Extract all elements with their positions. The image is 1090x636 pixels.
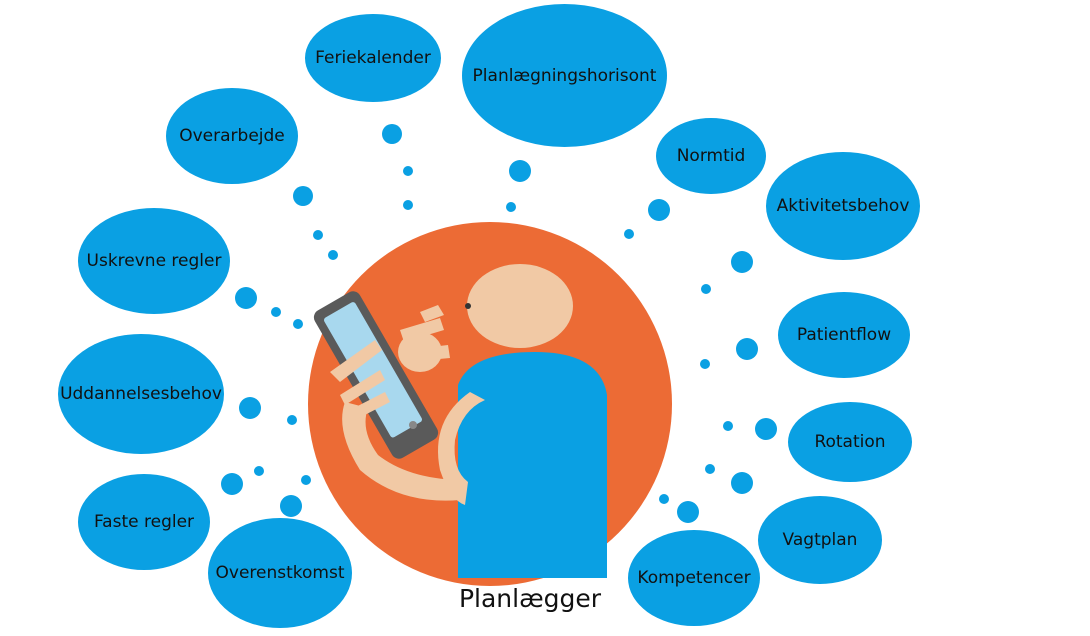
person-shirt [458, 352, 607, 578]
connector-dots [221, 124, 777, 523]
bubble-faste-regler: Faste regler [78, 474, 210, 570]
person-head [467, 264, 573, 348]
bubble-label: Planlægningshorisont [472, 65, 657, 86]
bubble-label: Uddannelsesbehov [60, 384, 222, 404]
bubble-uddannelsesbehov: Uddannelsesbehov [58, 334, 224, 454]
person-forearm [342, 402, 465, 501]
central-label: Planlægger [458, 584, 602, 613]
bubble-label: Faste regler [93, 512, 195, 532]
bubble-label: Overarbejde [179, 126, 285, 146]
bubble-label: Patientflow [796, 325, 892, 345]
bubble-rotation: Rotation [788, 402, 912, 482]
bubble-label: Kompetencer [637, 568, 751, 588]
bubble-aktivitetsbehov: Aktivitetsbehov [766, 152, 920, 260]
bubble-patientflow: Patientflow [778, 292, 910, 378]
bubble-label: Aktivitetsbehov [776, 196, 910, 216]
bubble-planlaegningshorisont: Planlægningshorisont [462, 4, 667, 147]
bubble-normtid: Normtid [656, 118, 766, 194]
bubble-label: Uskrevne regler [86, 251, 222, 271]
bubble-label: Overenstkomst [215, 563, 345, 583]
bubble-vagtplan: Vagtplan [758, 496, 882, 584]
bubble-label: Normtid [676, 146, 746, 166]
bubble-uskrevne-regler: Uskrevne regler [78, 208, 230, 314]
bubble-overarbejde: Overarbejde [166, 88, 298, 184]
bubble-kompetencer: Kompetencer [628, 530, 760, 626]
person-arm [438, 392, 485, 505]
bubble-label: Vagtplan [782, 530, 858, 550]
bubble-label: Rotation [814, 432, 886, 452]
bubble-overenstkomst: Overenstkomst [208, 518, 352, 628]
bubble-label: Feriekalender [315, 48, 431, 68]
person-eye [465, 303, 471, 309]
person-hand [330, 305, 450, 420]
bubble-feriekalender: Feriekalender [305, 14, 441, 102]
